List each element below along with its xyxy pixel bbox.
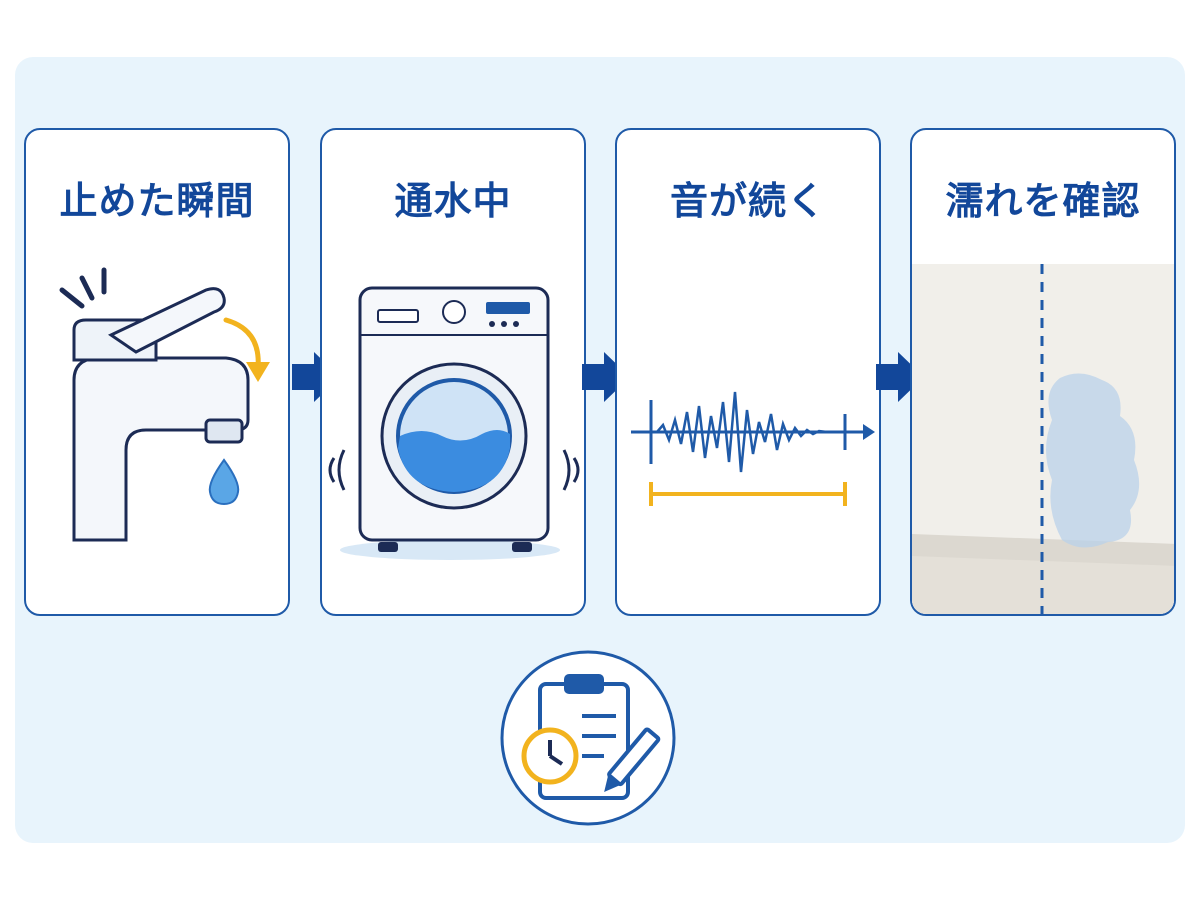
step-panel-1: 止めた瞬間 [24, 128, 290, 616]
flow-arrow-2 [582, 352, 630, 402]
step-title-4: 濡れを確認 [945, 179, 1141, 223]
clipboard-clock-pencil-icon [500, 650, 676, 826]
step-panel-4: 濡れを確認 [910, 128, 1176, 616]
flow-arrow-3 [876, 352, 924, 402]
washing-machine-icon [328, 286, 580, 560]
faucet-drip-icon [59, 267, 270, 542]
wet-wall-icon [912, 264, 1174, 614]
step-panel-3: 音が続く [615, 128, 881, 616]
step-panel-2: 通水中 [320, 128, 586, 616]
step-title-2: 通水中 [394, 179, 512, 223]
flow-arrow-1 [292, 352, 340, 402]
step-title-3: 音が続く [669, 179, 826, 223]
sound-wave-icon [631, 391, 875, 506]
step-title-1: 止めた瞬間 [59, 179, 255, 223]
